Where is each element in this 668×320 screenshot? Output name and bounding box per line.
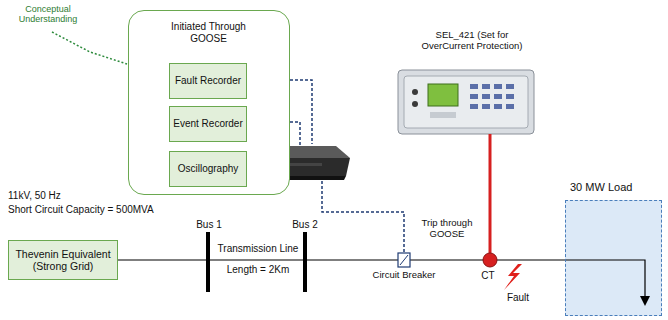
spec-label: Short Circuit Capacity = 500MVA bbox=[8, 204, 208, 216]
fault-bolt bbox=[504, 264, 522, 290]
bus-label: Bus 2 bbox=[288, 219, 322, 231]
load-fill bbox=[565, 200, 662, 316]
relay-label-box: SEL_421 (Set for OverCurrent Protection) bbox=[412, 16, 532, 66]
line-label: Transmission Line bbox=[216, 243, 300, 255]
load-arrow bbox=[640, 296, 650, 306]
bus-label: Bus 1 bbox=[192, 219, 226, 231]
node-text: Initiated Through GOOSE bbox=[157, 21, 261, 44]
ct-symbol bbox=[483, 253, 497, 267]
leader-line bbox=[52, 32, 127, 64]
bus-bar bbox=[303, 232, 307, 292]
load-box: 30 MW Load bbox=[565, 200, 662, 316]
group-box: Initiated Through GOOSE Fault RecorderEve… bbox=[128, 10, 290, 195]
node-text: SEL_421 (Set for OverCurrent Protection) bbox=[414, 30, 530, 52]
recorder-box: Fault Recorder bbox=[169, 63, 247, 99]
bus-bar bbox=[206, 232, 210, 292]
breaker-label: Circuit Breaker bbox=[368, 270, 440, 281]
recorder-box: Event Recorder bbox=[169, 106, 247, 142]
fault-label: Fault bbox=[498, 292, 538, 304]
note-label: Conceptual Understanding bbox=[8, 4, 88, 25]
node-text: 30 MW Load bbox=[570, 181, 665, 194]
relay-device bbox=[398, 70, 534, 134]
node-text: Thevenin Equivalent (Strong Grid) bbox=[13, 248, 113, 272]
node-text: Event Recorder bbox=[173, 118, 242, 130]
node-text: Oscillography bbox=[178, 163, 239, 175]
source-box: Thevenin Equivalent (Strong Grid) bbox=[8, 240, 118, 280]
trip-label: Trip through GOOSE bbox=[412, 218, 482, 240]
power-line bbox=[118, 259, 565, 260]
breaker-symbol bbox=[398, 253, 410, 267]
recorder-box: Oscillography bbox=[169, 151, 247, 187]
ct-wire bbox=[489, 134, 492, 253]
load-feed bbox=[565, 260, 645, 298]
ct-label: CT bbox=[476, 270, 500, 282]
breaker-symbol bbox=[400, 255, 408, 265]
spec-label: 11kV, 50 Hz bbox=[8, 190, 188, 202]
node-text: Fault Recorder bbox=[175, 75, 241, 87]
line-label: Length = 2Km bbox=[216, 264, 300, 276]
